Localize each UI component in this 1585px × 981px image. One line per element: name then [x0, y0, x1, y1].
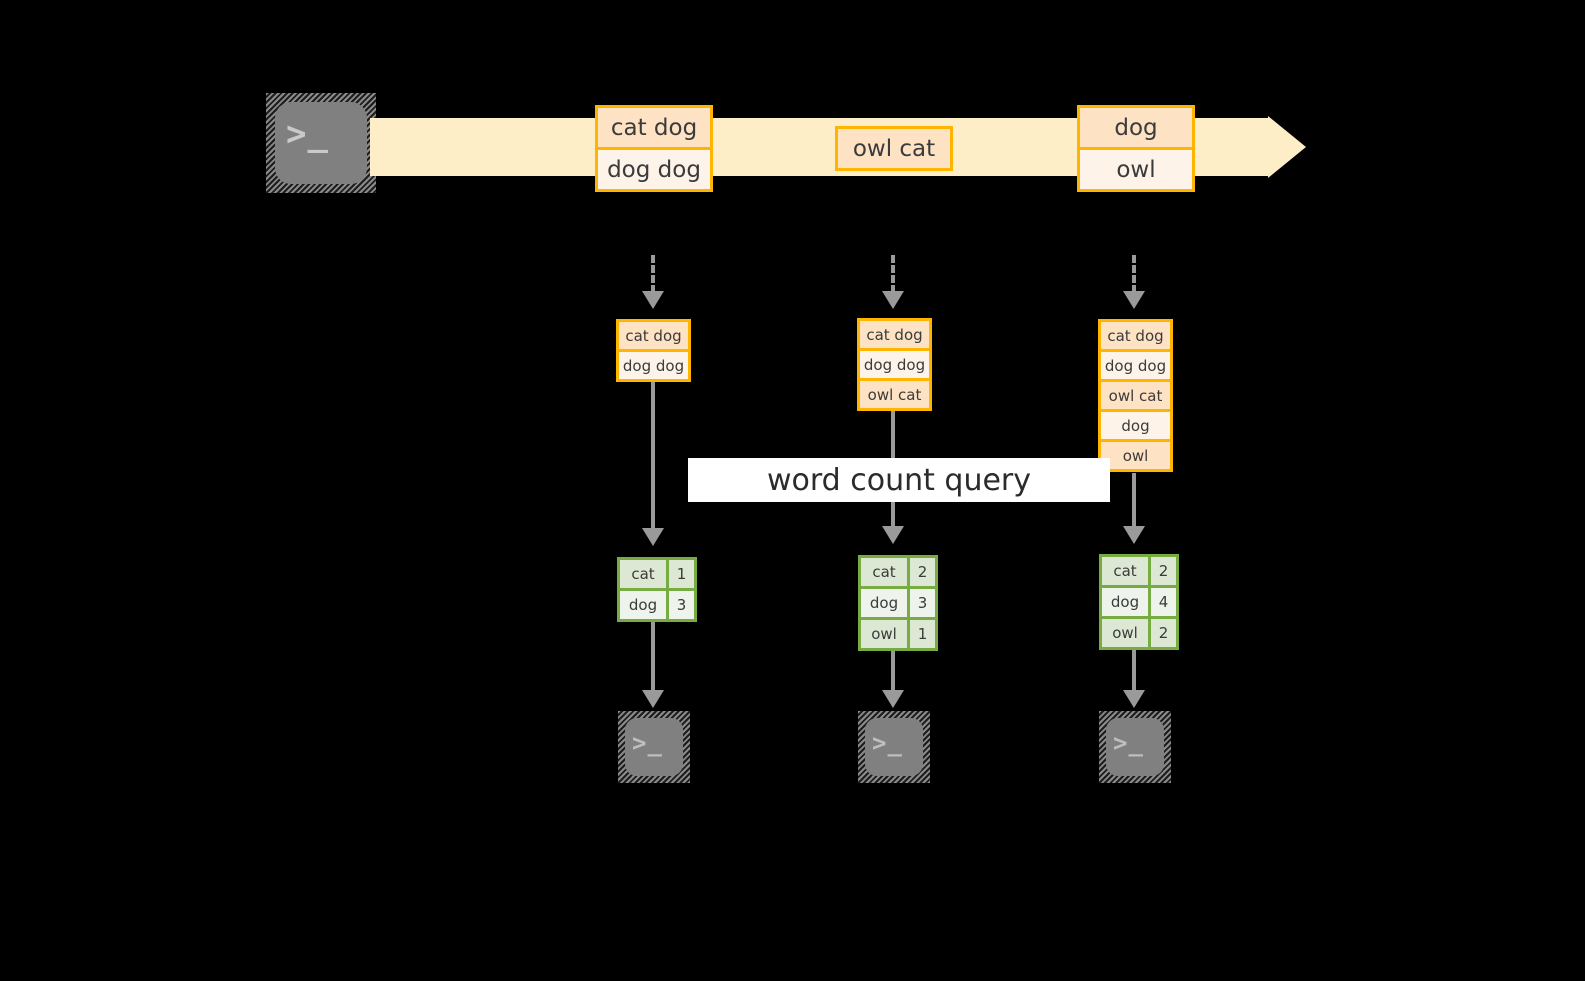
record-row: cat dog: [619, 322, 688, 349]
count-row: dog 4: [1102, 588, 1176, 616]
count-word-cell: owl: [1102, 619, 1148, 647]
count-value-cell: 1: [910, 620, 935, 648]
sink-connector-1: [651, 620, 655, 698]
stream-batch-2[interactable]: owl cat: [835, 126, 953, 171]
query-connector-3: [1132, 473, 1136, 539]
count-value-cell: 2: [1151, 619, 1176, 647]
feed-arrow-head-1: [642, 291, 664, 309]
terminal-prompt-glyph: >_: [872, 729, 903, 757]
record-row: dog dog: [619, 352, 688, 379]
snapshot-1-result-table[interactable]: cat 1 dog 3: [617, 557, 697, 622]
record-row: dog dog: [1101, 352, 1170, 379]
count-value-cell: 4: [1151, 588, 1176, 616]
sink-arrow-head-1: [642, 690, 664, 708]
feed-arrow-head-3: [1123, 291, 1145, 309]
count-row: cat 2: [1102, 557, 1176, 585]
sink-connector-3: [1132, 648, 1136, 699]
feed-arrow-head-2: [882, 291, 904, 309]
count-row: dog 3: [861, 589, 935, 617]
record-row: cat dog: [1101, 322, 1170, 349]
terminal-screen: [865, 718, 923, 776]
feed-connector-2: [891, 255, 895, 293]
stream-batch-1[interactable]: cat dog dog dog: [595, 105, 713, 192]
record-row: owl cat: [860, 381, 929, 408]
terminal-prompt-glyph: >_: [632, 729, 663, 757]
query-label-text: word count query: [766, 462, 1032, 498]
count-word-cell: cat: [1102, 557, 1148, 585]
count-row: owl 2: [1102, 619, 1176, 647]
count-value-cell: 3: [669, 591, 694, 619]
count-word-cell: cat: [861, 558, 907, 586]
sink-connector-2: [891, 649, 895, 699]
query-arrow-head-1: [642, 528, 664, 546]
query-arrow-head-2: [882, 526, 904, 544]
snapshot-3-input-table[interactable]: cat dog dog dog owl cat dog owl: [1098, 319, 1173, 472]
feed-connector-1: [651, 255, 655, 293]
source-terminal-icon: >_: [266, 93, 376, 193]
snapshot-3-sink-terminal-icon: >_: [1099, 711, 1171, 783]
count-word-cell: dog: [861, 589, 907, 617]
record-row: cat dog: [860, 321, 929, 348]
feed-connector-3: [1132, 255, 1136, 293]
query-connector-1: [651, 382, 655, 540]
count-value-cell: 2: [1151, 557, 1176, 585]
stream-arrow-head: [1268, 116, 1306, 178]
sink-arrow-head-3: [1123, 690, 1145, 708]
record-row: dog dog: [860, 351, 929, 378]
count-row: cat 1: [620, 560, 694, 588]
snapshot-1-input-table[interactable]: cat dog dog dog: [616, 319, 691, 382]
snapshot-2-result-table[interactable]: cat 2 dog 3 owl 1: [858, 555, 938, 651]
record-row: dog dog: [598, 150, 710, 189]
query-arrow-head-3: [1123, 526, 1145, 544]
record-row: owl cat: [1101, 382, 1170, 409]
count-word-cell: owl: [861, 620, 907, 648]
terminal-prompt-glyph: >_: [1113, 729, 1144, 757]
snapshot-1-sink-terminal-icon: >_: [618, 711, 690, 783]
terminal-screen: [275, 102, 367, 184]
stream-batch-3[interactable]: dog owl: [1077, 105, 1195, 192]
count-value-cell: 3: [910, 589, 935, 617]
count-word-cell: cat: [620, 560, 666, 588]
count-row: dog 3: [620, 591, 694, 619]
sink-arrow-head-2: [882, 690, 904, 708]
record-row: owl: [1080, 150, 1192, 189]
record-row: cat dog: [598, 108, 710, 147]
count-row: cat 2: [861, 558, 935, 586]
record-row: dog: [1080, 108, 1192, 147]
terminal-screen: [1106, 718, 1164, 776]
query-label: word count query: [688, 458, 1110, 502]
count-value-cell: 1: [669, 560, 694, 588]
terminal-screen: [625, 718, 683, 776]
snapshot-2-input-table[interactable]: cat dog dog dog owl cat: [857, 318, 932, 411]
count-value-cell: 2: [910, 558, 935, 586]
terminal-prompt-glyph: >_: [286, 114, 329, 154]
count-word-cell: dog: [1102, 588, 1148, 616]
record-row: owl: [1101, 442, 1170, 469]
count-word-cell: dog: [620, 591, 666, 619]
snapshot-3-result-table[interactable]: cat 2 dog 4 owl 2: [1099, 554, 1179, 650]
record-row: dog: [1101, 412, 1170, 439]
count-row: owl 1: [861, 620, 935, 648]
snapshot-2-sink-terminal-icon: >_: [858, 711, 930, 783]
record-row: owl cat: [838, 129, 950, 168]
